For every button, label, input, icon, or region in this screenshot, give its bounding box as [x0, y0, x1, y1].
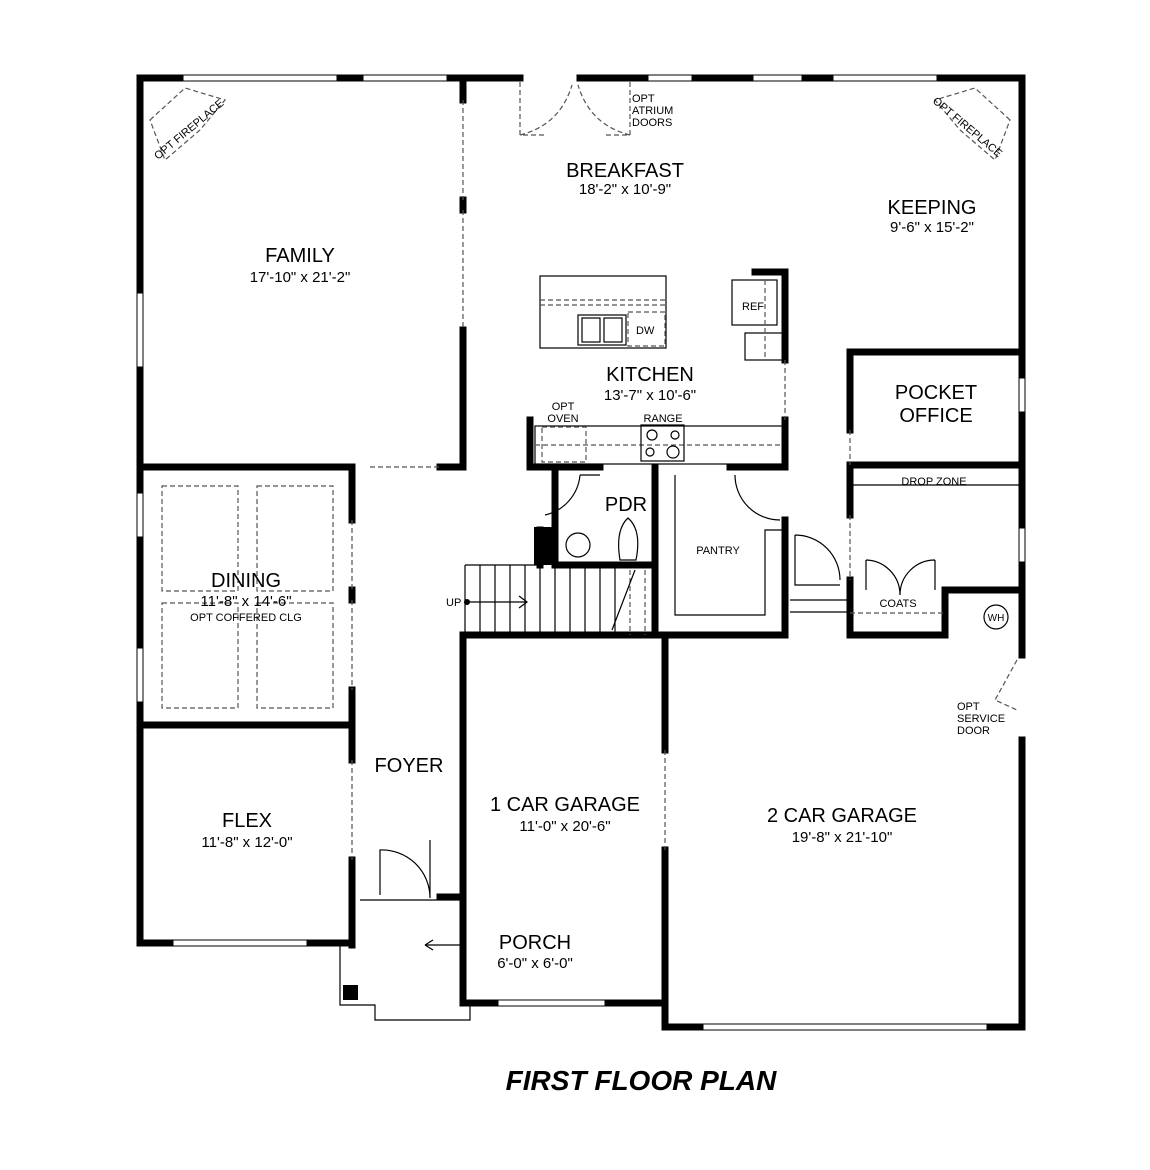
porch-label: PORCH: [499, 932, 571, 954]
flex-label: FLEX: [222, 810, 272, 832]
foyer-label: FOYER: [375, 755, 444, 777]
porch-post: [343, 985, 358, 1000]
dining-dims: 11'-8" x 14'-6": [200, 593, 291, 610]
column: [534, 527, 554, 565]
drop-zone-label: DROP ZONE: [901, 476, 966, 488]
stair-up-label: UP: [446, 597, 461, 609]
garage2-dims: 19'-8" x 21'-10": [792, 829, 893, 846]
coats-label: COATS: [879, 598, 916, 610]
family-dims: 17'-10" x 21'-2": [250, 269, 351, 286]
dining-label: DINING: [211, 570, 281, 592]
kitchen-fixtures: [534, 275, 784, 465]
dw-label: DW: [636, 325, 655, 337]
pocket-label-1: POCKET: [895, 382, 977, 404]
atrium-label-2: ATRIUM: [632, 105, 673, 117]
breakfast-dims: 18'-2" x 10'-9": [579, 181, 671, 198]
pantry-label: PANTRY: [696, 545, 740, 557]
openings: [149, 82, 1018, 860]
kitchen-dims: 13'-7" x 10'-6": [604, 387, 696, 404]
flex-dims: 11'-8" x 12'-0": [201, 834, 292, 851]
oven-label-2: OVEN: [547, 413, 578, 425]
kitchen-label: KITCHEN: [606, 364, 694, 386]
water-heater-label: WH: [988, 613, 1005, 624]
fireplace-right-label: OPT FIREPLACE: [930, 95, 1004, 160]
porch-dims: 6'-0" x 6'-0": [497, 955, 573, 972]
breakfast-label: BREAKFAST: [566, 160, 684, 182]
misc-fixtures: [339, 474, 1022, 1021]
pocket-label-2: OFFICE: [899, 405, 972, 427]
service-door-label-1: OPT: [957, 701, 980, 713]
oven-label-1: OPT: [552, 401, 575, 413]
service-door-label-2: SERVICE: [957, 713, 1005, 725]
atrium-label-3: DOORS: [632, 117, 672, 129]
walls: [136, 74, 1026, 1031]
garage1-label: 1 CAR GARAGE: [490, 794, 640, 816]
plan-title: FIRST FLOOR PLAN: [506, 1065, 777, 1096]
dining-note: OPT COFFERED CLG: [190, 612, 302, 624]
ref-label: REF: [742, 301, 764, 313]
range-label: RANGE: [643, 413, 682, 425]
service-door-label-3: DOOR: [957, 725, 990, 737]
keeping-label: KEEPING: [888, 197, 977, 219]
pdr-label: PDR: [605, 494, 647, 516]
atrium-label-1: OPT: [632, 93, 655, 105]
keeping-dims: 9'-6" x 15'-2": [890, 219, 974, 236]
garage2-label: 2 CAR GARAGE: [767, 805, 917, 827]
family-label: FAMILY: [265, 245, 335, 267]
garage1-dims: 11'-0" x 20'-6": [519, 818, 610, 835]
